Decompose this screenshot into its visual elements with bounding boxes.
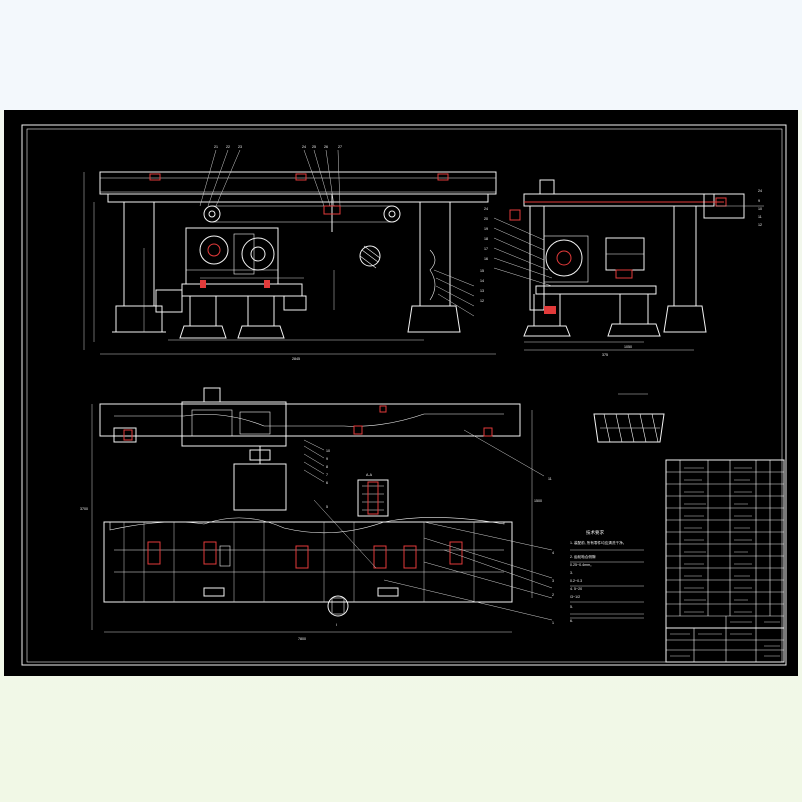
balloon-25: 25 — [312, 145, 316, 149]
balloon-10-right: 10 — [758, 207, 762, 211]
balloon-24-right: 24 — [758, 189, 762, 193]
front-view — [83, 149, 497, 355]
balloon-24: 24 — [302, 145, 306, 149]
side-view-balloons: 20 19 18 17 16 24 24 9 10 11 12 375 1050 — [484, 189, 762, 357]
title-block — [665, 459, 785, 663]
plan-view — [91, 387, 553, 633]
balloon-13a: 13 — [480, 289, 484, 293]
front-view-balloons: 21 22 23 24 25 26 27 2845 15 14 13 12 — [214, 145, 484, 361]
note-line-5: 0.2~0.3 — [570, 579, 582, 583]
balloon-24-side: 24 — [484, 207, 488, 211]
balloon-23: 23 — [238, 145, 242, 149]
balloon-27: 27 — [338, 145, 342, 149]
note-line-4: 3. — [570, 571, 573, 575]
dim-plan-length: 7800 — [298, 637, 306, 641]
balloon-26: 26 — [324, 145, 328, 149]
balloon-6: 6 — [326, 481, 328, 485]
balloon-12-right: 12 — [758, 223, 762, 227]
cad-drawing-sheet: 21 22 23 24 25 26 27 2845 15 14 13 12 — [4, 110, 798, 676]
technical-notes: 技术要求 1. 装配前, 所有零件均应清洗干净。 2. 齿轮啮合侧隙 0.25~… — [570, 529, 644, 623]
balloon-14a: 14 — [480, 279, 484, 283]
balloon-18: 18 — [484, 237, 488, 241]
dim-right-view-b: 1050 — [624, 345, 632, 349]
balloon-9: 9 — [326, 457, 328, 461]
balloon-5: 5 — [326, 505, 328, 509]
note-line-8: 5. — [570, 605, 573, 609]
outer-border — [21, 124, 787, 666]
note-line-1: 1. 装配前, 所有零件均应清洗干净。 — [570, 540, 626, 545]
balloon-16: 16 — [484, 257, 488, 261]
inner-border — [26, 128, 783, 663]
balloon-21: 21 — [214, 145, 218, 149]
balloon-17: 17 — [484, 247, 488, 251]
detail-sketch — [593, 393, 665, 443]
dim-plan-height: 3700 — [80, 507, 88, 511]
balloon-2: 2 — [552, 593, 554, 597]
dim-plan-height-right: 1500 — [534, 499, 542, 503]
balloon-12a: 12 — [480, 299, 484, 303]
balloon-20: 20 — [484, 217, 488, 221]
note-line-7: /3~1/2 — [570, 595, 580, 599]
balloon-3: 3 — [552, 579, 554, 583]
note-line-9: 6. — [570, 619, 573, 623]
balloon-22: 22 — [226, 145, 230, 149]
notes-title: 技术要求 — [586, 529, 604, 536]
balloon-11: 11 — [548, 477, 552, 481]
section-label: A-A — [366, 473, 373, 477]
balloon-11-right: 11 — [758, 215, 762, 219]
balloon-1: 1 — [552, 621, 554, 625]
balloon-10: 10 — [326, 449, 330, 453]
cad-drawing: 21 22 23 24 25 26 27 2845 15 14 13 12 — [21, 124, 787, 666]
balloon-7: 7 — [326, 473, 328, 477]
balloon-8: 8 — [326, 465, 328, 469]
balloon-19: 19 — [484, 227, 488, 231]
dim-total-length: 2845 — [292, 357, 300, 361]
balloon-4: 4 — [552, 551, 554, 555]
note-line-6: 4. 5~20 — [570, 587, 582, 591]
side-view — [493, 179, 764, 351]
plan-view-labels: 10 9 8 7 6 5 11 4 3 2 1 7800 3700 1500 A… — [80, 449, 554, 641]
note-line-2: 2. 齿轮啮合侧隙 — [570, 554, 596, 559]
dim-right-view: 375 — [602, 353, 608, 357]
detail-label: I — [336, 623, 337, 627]
balloon-9-right: 9 — [758, 199, 760, 203]
balloon-15a: 15 — [480, 269, 484, 273]
note-line-3: 0.25~0.4mm。 — [570, 563, 594, 567]
